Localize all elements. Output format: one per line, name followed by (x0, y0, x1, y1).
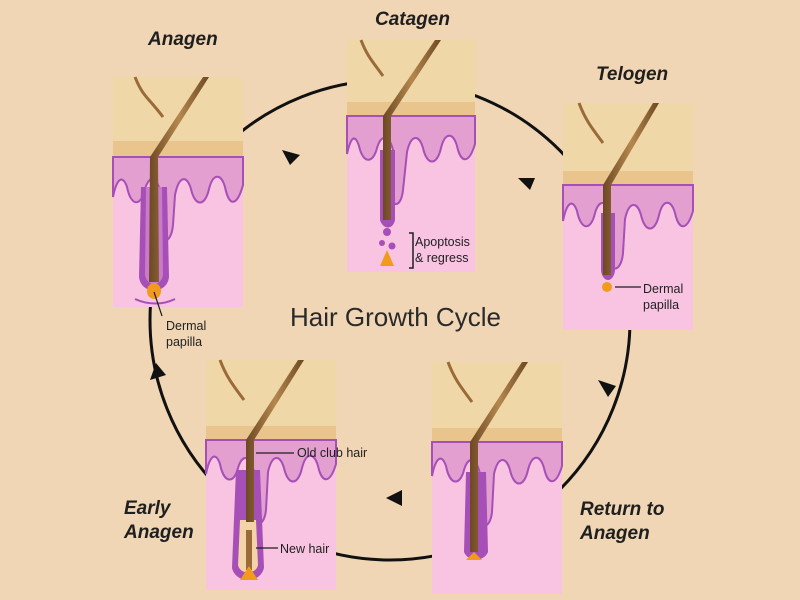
panel-early-anagen (205, 359, 337, 590)
anagen-papilla-leader (153, 291, 163, 317)
arrow-telogen-to-return (598, 380, 616, 397)
early-anagen-line2: Anagen (124, 522, 194, 543)
stage-title-early-anagen: Early Anagen (124, 497, 194, 545)
panel-telogen (562, 102, 694, 330)
panel-catagen (346, 39, 476, 272)
early-anagen-line1: Early (124, 498, 171, 519)
stage-title-catagen: Catagen (375, 9, 450, 30)
arrow-catagen-to-telogen (518, 178, 535, 190)
dermal-papilla-line2: papilla (166, 335, 203, 349)
diagram-title: Hair Growth Cycle (290, 302, 501, 332)
old-club-hair-label: Old club hair (297, 446, 368, 460)
apoptosis-line2: & regress (415, 251, 469, 265)
stage-title-anagen: Anagen (148, 29, 218, 50)
apoptosis-label: Apoptosis & regress (415, 234, 470, 266)
arrow-return-to-early (386, 490, 402, 506)
return-anagen-line1: Return to (580, 499, 665, 520)
stage-title-return-anagen: Return to Anagen (580, 498, 664, 546)
panel-anagen (112, 76, 244, 307)
dermal-papilla-line2: papilla (643, 298, 680, 312)
arrow-anagen-to-catagen (282, 150, 300, 165)
dermal-papilla-line1: Dermal (643, 282, 684, 296)
cycle-arrows (150, 150, 616, 506)
apoptosis-line1: Apoptosis (415, 235, 470, 249)
anagen-dermal-papilla-label: Dermal papilla (166, 318, 206, 350)
return-anagen-line2: Anagen (580, 523, 650, 544)
stage-title-telogen: Telogen (596, 64, 669, 85)
telogen-dermal-papilla-label: Dermal papilla (643, 281, 683, 313)
dermal-papilla-line1: Dermal (166, 319, 207, 333)
panel-return-to-anagen (431, 361, 563, 594)
new-hair-label: New hair (280, 542, 330, 556)
arrow-early-to-anagen (150, 363, 166, 380)
